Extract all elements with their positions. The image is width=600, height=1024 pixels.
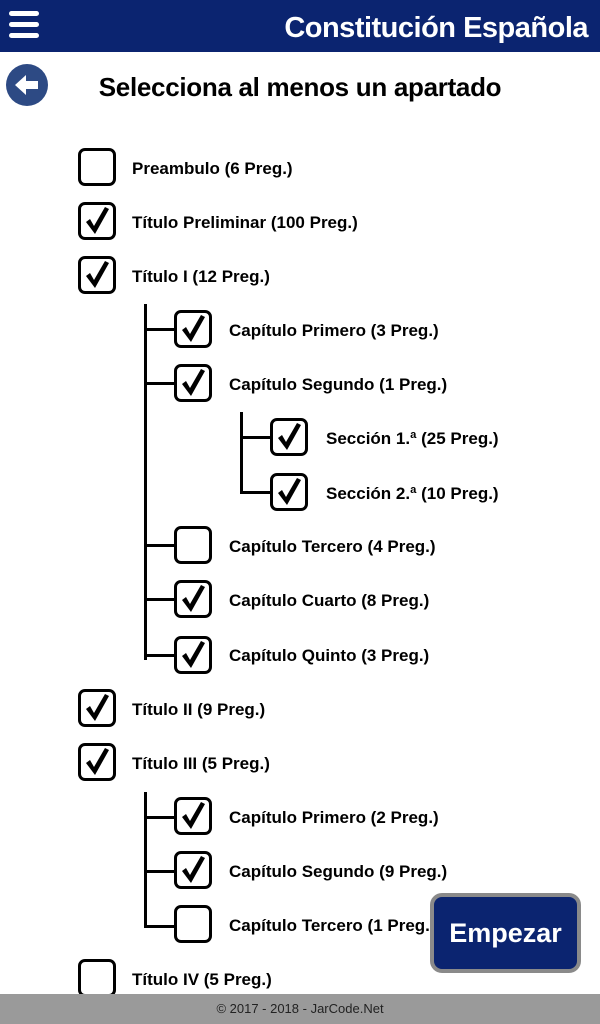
- checkmark-icon: [86, 207, 109, 234]
- checkmark-icon: [182, 585, 205, 612]
- tree-item-label: Preambulo (6 Preg.): [132, 159, 293, 178]
- checkbox-checked[interactable]: [174, 364, 212, 402]
- checkbox-checked[interactable]: [270, 473, 308, 511]
- tree-item-label: Capítulo Segundo (9 Preg.): [229, 862, 448, 881]
- checkbox-checked[interactable]: [174, 636, 212, 674]
- checkmark-icon: [278, 478, 301, 505]
- footer: © 2017 - 2018 - JarCode.Net: [0, 994, 600, 1024]
- checkbox-unchecked[interactable]: [174, 905, 212, 943]
- checkmark-icon: [182, 856, 205, 883]
- tree-item-label: Título Preliminar (100 Preg.): [132, 213, 358, 232]
- tree-item-label: Capítulo Cuarto (8 Preg.): [229, 591, 430, 610]
- tree-item-label: Sección 2.ª (10 Preg.): [326, 484, 499, 503]
- checkbox-checked[interactable]: [78, 689, 116, 727]
- tree-item-label: Título III (5 Preg.): [132, 754, 270, 773]
- tree-item-label: Título II (9 Preg.): [132, 700, 266, 719]
- tree-item-label: Título I (12 Preg.): [132, 267, 270, 286]
- checkmark-icon: [182, 802, 205, 829]
- app-bar: Constitución Española: [0, 0, 600, 52]
- back-button[interactable]: [6, 64, 48, 106]
- tree-item-label: Título IV (5 Preg.): [132, 970, 272, 989]
- tree-item-label: Capítulo Segundo (1 Preg.): [229, 375, 448, 394]
- page-title: Selecciona al menos un apartado: [98, 72, 502, 102]
- checkbox-checked[interactable]: [270, 418, 308, 456]
- tree-item-label: Sección 1.ª (25 Preg.): [326, 429, 499, 448]
- checkmark-icon: [86, 261, 109, 288]
- checkbox-checked[interactable]: [174, 310, 212, 348]
- arrow-left-icon: [15, 75, 38, 95]
- tree-item-label: Capítulo Tercero (1 Preg.): [229, 916, 436, 935]
- tree-item-label: Capítulo Tercero (4 Preg.): [229, 537, 436, 556]
- checkbox-checked[interactable]: [78, 256, 116, 294]
- checkmark-icon: [278, 423, 301, 450]
- checkmark-icon: [86, 748, 109, 775]
- checkbox-checked[interactable]: [78, 743, 116, 781]
- checkbox-checked[interactable]: [174, 797, 212, 835]
- tree-item-label: Capítulo Primero (2 Preg.): [229, 808, 439, 827]
- checkbox-unchecked[interactable]: [78, 959, 116, 997]
- tree-item-label: Capítulo Primero (3 Preg.): [229, 321, 439, 340]
- hamburger-menu-icon[interactable]: [9, 11, 39, 43]
- checkbox-unchecked[interactable]: [78, 148, 116, 186]
- checkbox-checked[interactable]: [174, 580, 212, 618]
- checkmark-icon: [86, 694, 109, 721]
- start-button[interactable]: Empezar: [430, 893, 581, 973]
- checkbox-checked[interactable]: [78, 202, 116, 240]
- checkbox-checked[interactable]: [174, 851, 212, 889]
- app-title: Constitución Española: [284, 12, 588, 44]
- tree-item-label: Capítulo Quinto (3 Preg.): [229, 646, 430, 665]
- checkmark-icon: [182, 315, 205, 342]
- checkmark-icon: [182, 369, 205, 396]
- checkmark-icon: [182, 641, 205, 668]
- checkbox-unchecked[interactable]: [174, 526, 212, 564]
